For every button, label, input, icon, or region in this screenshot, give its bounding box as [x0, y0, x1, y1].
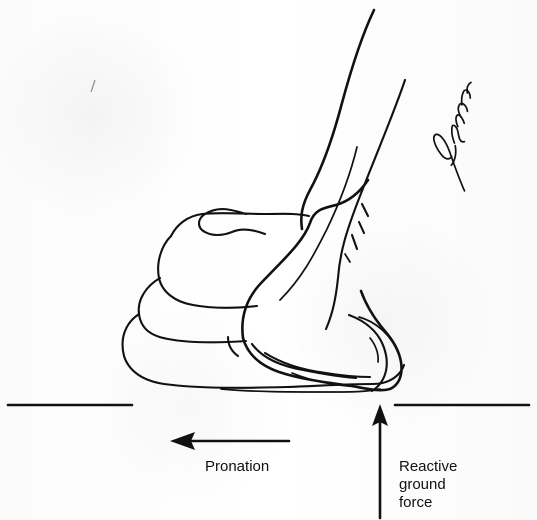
leg-outline-left — [301, 10, 374, 229]
leg-tick-4 — [345, 254, 350, 262]
foot-main-outline — [243, 291, 402, 390]
reactive-label-line-2: ground — [399, 476, 509, 494]
pencil-mark — [91, 80, 95, 92]
leg-tick-1 — [362, 204, 368, 216]
leg-tick-3 — [352, 235, 357, 249]
leg-tick-2 — [359, 222, 364, 233]
artist-signature — [418, 79, 512, 190]
foot-underside-contour — [228, 337, 238, 356]
reactive-ground-force-label: Reactive ground force — [399, 458, 509, 512]
pronation-label: Pronation — [205, 458, 269, 476]
foot-layer-3 — [139, 278, 246, 342]
foot-layer-bottom — [221, 389, 380, 392]
foot-layer-2 — [158, 236, 257, 308]
reactive-label-line-3: force — [399, 494, 509, 512]
foot-toe-bump — [370, 338, 378, 362]
reactive-label-line-1: Reactive — [399, 458, 509, 476]
foot-inner-contour-1 — [252, 344, 356, 378]
foot-layer-upper — [171, 213, 309, 236]
